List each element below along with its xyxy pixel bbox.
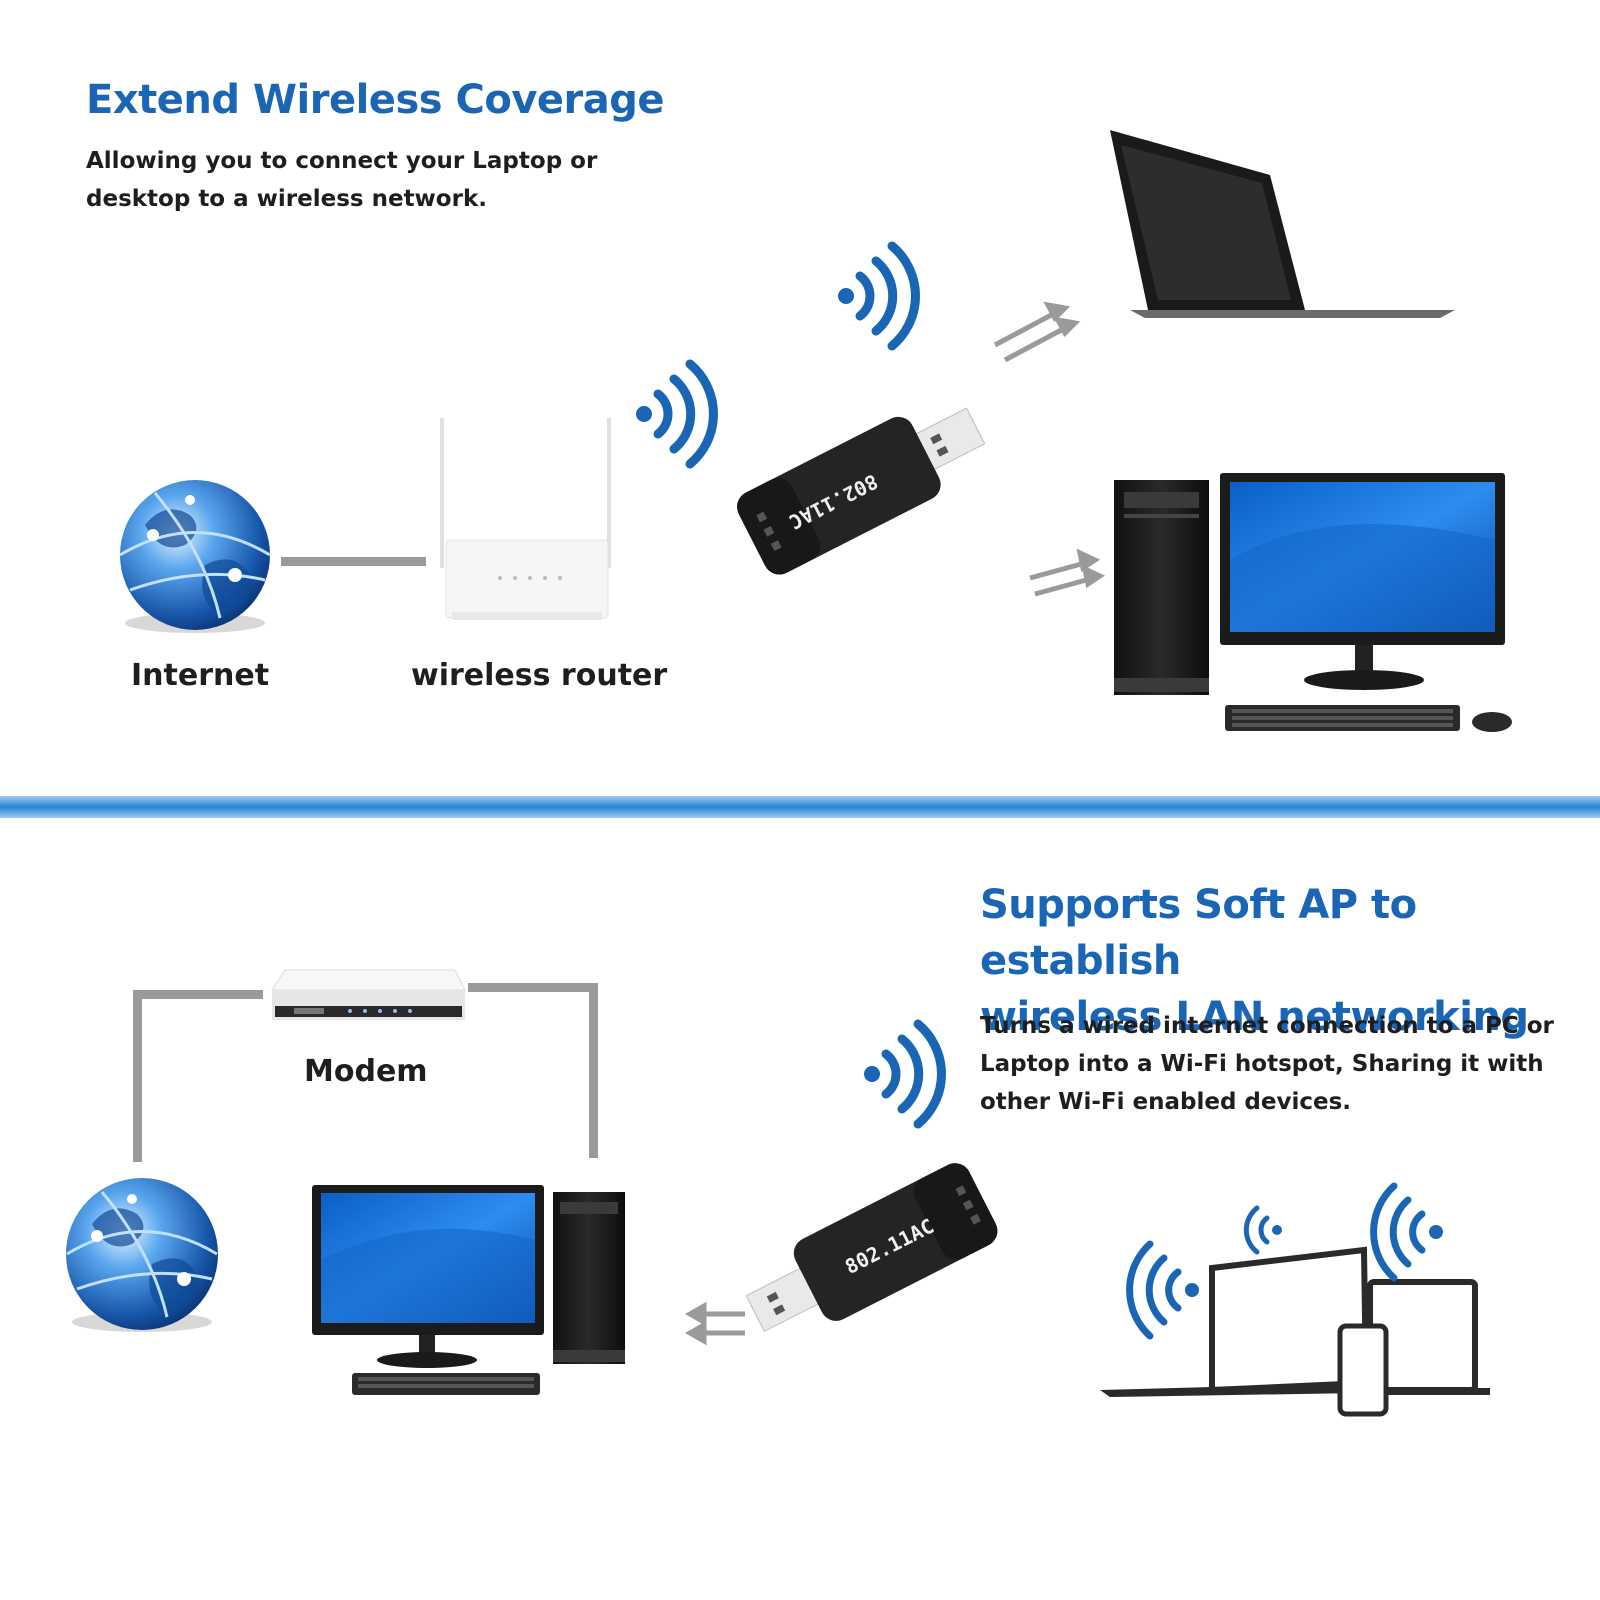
arrow-icon [1029,548,1106,597]
cable-line [133,983,598,1162]
top-description-line: desktop to a wireless network. [86,186,487,212]
wireless-router-label: wireless router [411,658,668,693]
modem-icon [271,969,466,1020]
globe-icon [119,480,271,633]
modem-label: Modem [304,1054,428,1089]
cable-line [281,557,426,566]
bottom-section-description: Turns a wired internet connection to a P… [980,1007,1554,1121]
bottom-title-line: wireless LAN networking [980,994,1529,1040]
desktop-computer-icon [1114,473,1512,732]
top-section-title: Extend Wireless Coverage [86,77,665,123]
top-description-line: Allowing you to connect your Laptop or [86,148,598,174]
usb-adapter-icon: 802.11AC [745,1163,998,1333]
desktop-computer-icon [312,1185,625,1395]
wifi-signal-icon [864,1019,946,1129]
arrow-icon [993,301,1081,363]
bottom-section-title: Supports Soft AP to establish wireless L… [980,877,1600,1045]
top-section-description: Allowing you to connect your Laptop or d… [86,142,597,218]
bottom-title-line: Supports Soft AP to establish [980,882,1417,984]
laptop-icon [1110,130,1455,318]
devices-cluster-icon [1100,1182,1490,1417]
router-icon [440,418,611,620]
arrow-icon [684,1301,745,1346]
wifi-signal-icon [838,241,920,351]
bottom-description-line: other Wi-Fi enabled devices. [980,1089,1352,1115]
usb-adapter-icon: 802.11AC [737,407,986,575]
bottom-description-line: Laptop into a Wi-Fi hotspot, Sharing it … [980,1051,1544,1077]
wifi-signal-icon [636,359,718,469]
section-divider [0,796,1600,818]
bottom-description-line: Turns a wired internet connection to a P… [980,1013,1554,1039]
internet-label: Internet [131,658,270,693]
globe-icon [66,1178,218,1332]
